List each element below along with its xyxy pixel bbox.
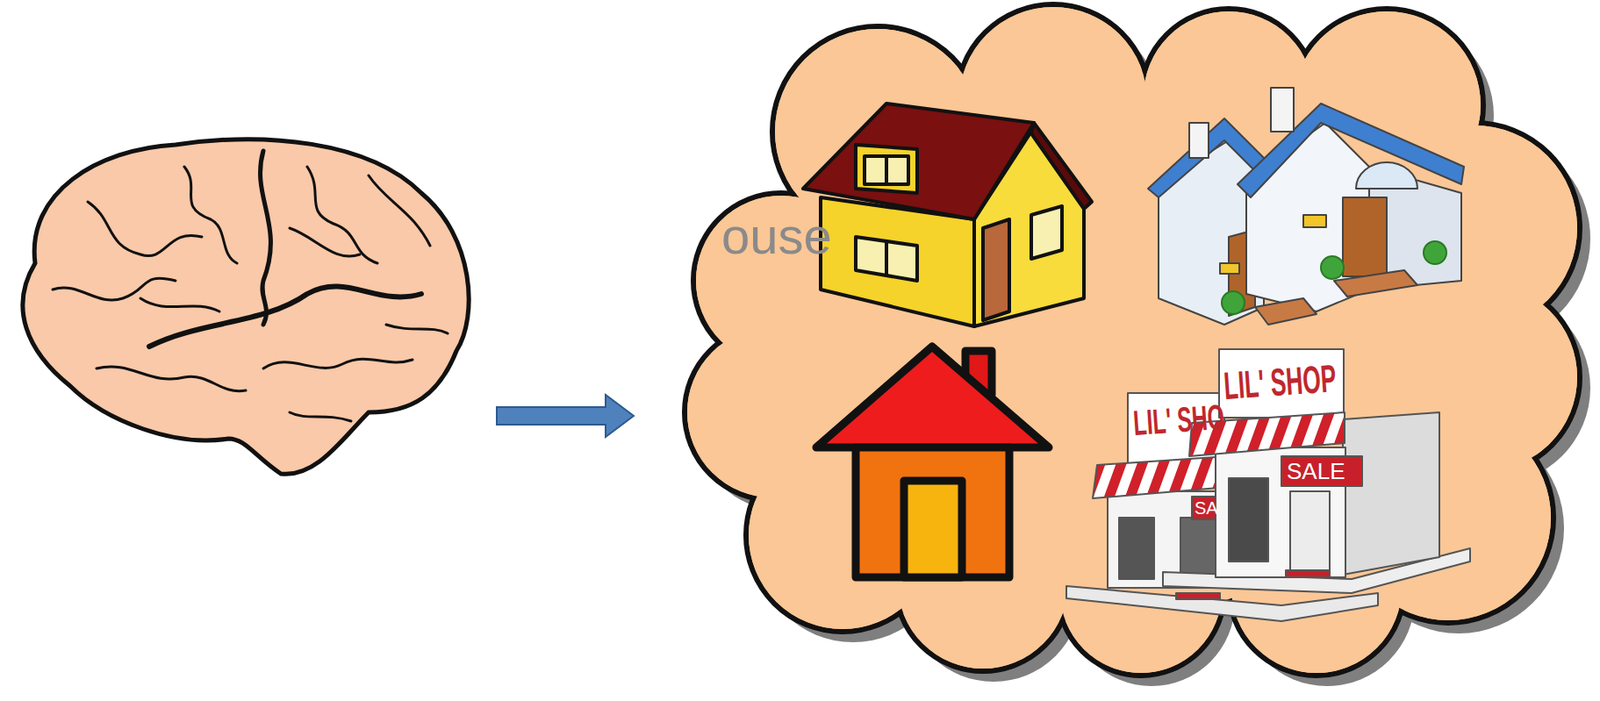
house-door [1342, 197, 1387, 277]
label-text: LIL' SHOP [1222, 358, 1338, 406]
dormer [855, 144, 918, 194]
plant-leaf [1320, 256, 1344, 280]
plant-leaf [1423, 241, 1447, 265]
sale-box [1281, 456, 1363, 487]
plant [1221, 241, 1447, 315]
shop-window [1228, 478, 1269, 562]
brain-fold [96, 366, 246, 392]
label-text: ouse [721, 210, 833, 262]
brain-fold [289, 412, 352, 422]
chimney [1270, 87, 1294, 132]
house-window [1031, 206, 1062, 259]
shop-door [1290, 491, 1330, 571]
house-icon [816, 346, 1049, 578]
dormer-window [864, 156, 909, 185]
house-roof-edge [1031, 122, 1092, 209]
window-bar [884, 156, 889, 185]
brain-fold [260, 150, 272, 325]
brain-fold [149, 286, 422, 347]
shop-side [1342, 412, 1440, 575]
house-window [855, 236, 918, 281]
house-door [982, 219, 1010, 321]
arch-window [1356, 162, 1418, 189]
shop-sign-board [1219, 349, 1344, 418]
house-door [904, 480, 962, 578]
label-text: SALE [1286, 459, 1346, 483]
shop-window [1119, 517, 1155, 580]
sale-box [1191, 496, 1222, 520]
house-roof [816, 346, 1049, 448]
house-wall [855, 447, 1010, 578]
door-mat [1285, 570, 1330, 578]
thought-cloud [684, 4, 1591, 687]
house-sign [1303, 215, 1327, 228]
brain-fold [386, 324, 448, 334]
twin-houses [1147, 87, 1464, 325]
brain-fold [263, 358, 413, 369]
house-roof [803, 103, 1034, 220]
house-sign [1219, 263, 1240, 274]
shop-awning [1092, 456, 1229, 499]
brain-fold [184, 166, 237, 264]
door-mat [1176, 593, 1220, 600]
brain-outline [22, 139, 469, 475]
step [1334, 270, 1418, 297]
brain-fold [87, 201, 202, 257]
yellow-house [803, 103, 1092, 327]
brain-folds [52, 150, 448, 422]
window-bar [884, 241, 889, 276]
cloud-outline [684, 4, 1580, 676]
chimney [1189, 122, 1209, 158]
brain-fold [140, 298, 220, 312]
brain-fold [52, 278, 176, 301]
brain-drawing [22, 139, 469, 475]
plant-leaf [1221, 291, 1245, 315]
label-text: LIL' SHO [1132, 399, 1226, 441]
brain-fold [289, 228, 360, 257]
cloud-fill [687, 7, 1578, 674]
shops [1066, 349, 1471, 622]
block-arrow [496, 394, 634, 438]
brain-fold [307, 166, 378, 264]
label-text: SA [1194, 499, 1219, 517]
brain-fold [368, 175, 431, 246]
step [1255, 298, 1317, 325]
